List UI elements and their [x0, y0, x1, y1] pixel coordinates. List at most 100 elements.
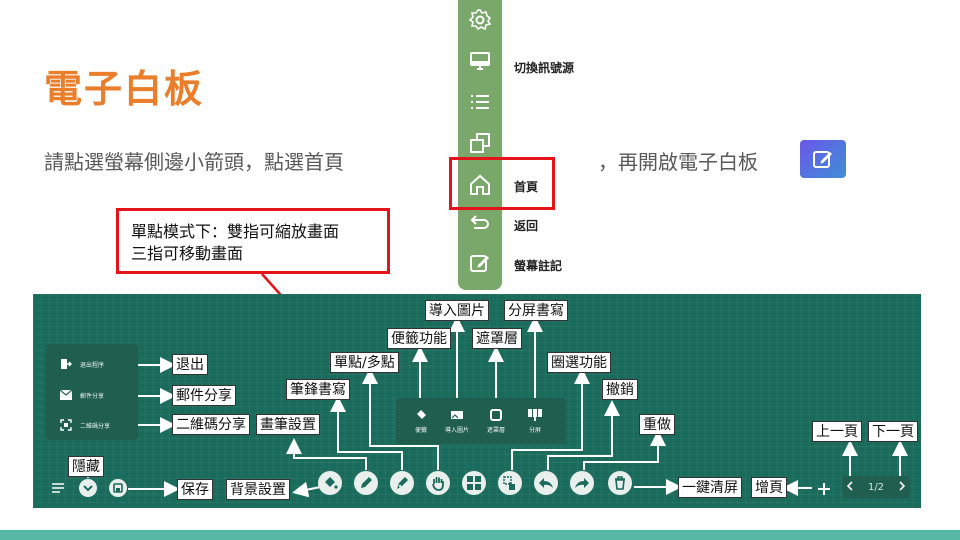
mask-text: 遮罩層	[486, 427, 505, 434]
mail-icon	[60, 390, 72, 400]
footer-stripe	[0, 530, 960, 540]
label-save: 保存	[177, 479, 213, 500]
pen-settings-button[interactable]	[354, 471, 378, 495]
annotate-icon	[470, 255, 489, 272]
hide-button[interactable]	[79, 479, 97, 497]
split-screen-icon	[528, 409, 542, 421]
menu-button[interactable]	[49, 479, 67, 497]
label-single-multi: 單點/多點	[330, 352, 399, 373]
label-qr-share: 二維碼分享	[172, 414, 250, 435]
instruction-text-left: 請點選螢幕側邊小箭頭，點選首頁	[44, 150, 344, 174]
label-next-page: 下一頁	[868, 421, 918, 442]
gesture-callout: 單點模式下：雙指可縮放畫面 三指可移動畫面	[116, 208, 390, 274]
exit-program-text: 退出程序	[80, 361, 105, 369]
hand-icon	[432, 477, 444, 491]
prev-page-button[interactable]	[846, 480, 854, 494]
undo-icon	[539, 478, 553, 488]
label-prev-page: 上一頁	[812, 421, 862, 442]
label-redo: 重做	[639, 414, 675, 435]
lasso-button[interactable]	[498, 471, 522, 495]
slide-title: 電子白板	[44, 67, 205, 111]
label-background: 背景設置	[226, 479, 290, 500]
trash-icon	[615, 476, 625, 490]
home-highlight-box	[449, 157, 555, 210]
label-import-image: 導入圖片	[425, 300, 489, 321]
brush-pen-button[interactable]	[390, 471, 414, 495]
pencil-icon	[361, 477, 372, 488]
label-mask: 遮罩層	[472, 328, 522, 349]
import-image-text: 導入圖片	[444, 427, 469, 434]
fountain-pen-icon	[397, 477, 408, 489]
save-button[interactable]	[109, 479, 127, 497]
mail-share-text: 郵件分享	[80, 392, 105, 400]
tools-panel	[396, 398, 566, 444]
edit-icon	[813, 151, 832, 168]
chevron-right-icon	[899, 480, 906, 491]
label-add-page: 增頁	[751, 477, 787, 498]
redo-icon	[575, 478, 589, 488]
gear-icon[interactable]	[465, 5, 495, 35]
gesture-mode-button[interactable]	[426, 471, 450, 495]
label-sticky: 便籤功能	[387, 328, 451, 349]
sidebar-label-switch-source: 切換訊號源	[514, 61, 575, 75]
import-image-tool[interactable]: 導入圖片	[440, 406, 474, 434]
whiteboard-app-icon[interactable]	[800, 140, 846, 178]
mask-icon	[490, 409, 502, 421]
monitor-icon	[470, 52, 490, 70]
sidebar-item-back[interactable]	[465, 208, 495, 238]
split-screen-tool[interactable]: 分屏	[520, 406, 550, 434]
background-button[interactable]	[318, 471, 342, 495]
paint-bucket-icon	[325, 477, 338, 489]
mask-tool[interactable]: 遮罩層	[480, 406, 512, 434]
tools-menu-button[interactable]	[462, 471, 486, 495]
sidebar-item-monitor[interactable]	[465, 46, 495, 76]
instruction-text-right: ，再開啟電子白板	[598, 150, 758, 174]
label-clear-all: 一鍵清屏	[678, 477, 742, 498]
chevron-left-icon	[846, 480, 853, 491]
pager: 1/2	[842, 476, 910, 498]
label-mail-share: 郵件分享	[172, 385, 236, 406]
grid-icon	[467, 476, 481, 490]
label-split-write: 分屏書寫	[504, 300, 568, 321]
sticky-note-tool[interactable]: 便籤	[406, 406, 436, 434]
list-icon[interactable]	[465, 87, 495, 117]
back-icon	[470, 215, 489, 229]
add-page-button[interactable]	[813, 478, 835, 500]
qr-share-item[interactable]: 二維碼分享	[60, 419, 110, 431]
undo-button[interactable]	[534, 471, 558, 495]
exit-icon	[61, 359, 72, 369]
plus-icon	[818, 483, 830, 495]
save-icon	[113, 483, 123, 493]
qr-icon	[60, 419, 72, 431]
sidebar-label-annotate: 螢幕註記	[514, 259, 563, 273]
qr-share-text: 二維碼分享	[80, 422, 111, 430]
home-icon	[470, 174, 490, 195]
menu-icon	[52, 483, 64, 493]
callout-line-1: 單點模式下：雙指可縮放畫面	[131, 222, 340, 241]
select-hand-icon	[503, 476, 515, 490]
split-screen-text: 分屏	[528, 427, 541, 434]
sidebar-item-annotate[interactable]	[465, 248, 495, 278]
redo-button[interactable]	[570, 471, 594, 495]
label-pen-settings: 畫筆設置	[256, 414, 320, 435]
exit-program-item[interactable]: 退出程序	[60, 358, 104, 370]
clear-all-button[interactable]	[608, 471, 632, 495]
label-hide: 隱藏	[68, 456, 104, 477]
next-page-button[interactable]	[898, 480, 906, 494]
mail-share-item[interactable]: 郵件分享	[60, 390, 104, 400]
sidebar-label-back: 返回	[514, 219, 539, 233]
chevron-down-icon	[83, 485, 93, 492]
image-icon	[451, 411, 463, 419]
windows-icon[interactable]	[465, 128, 495, 158]
page-indicator: 1/2	[867, 481, 885, 493]
sidebar-label-home: 首頁	[514, 180, 539, 194]
label-undo: 撤銷	[602, 379, 638, 400]
sticky-note-text: 便籤	[414, 427, 427, 434]
label-lasso: 圈選功能	[547, 352, 611, 373]
sidebar-item-home[interactable]	[465, 170, 495, 200]
label-exit: 退出	[172, 354, 208, 375]
callout-line-2: 三指可移動畫面	[131, 244, 244, 263]
sticky-note-icon	[417, 410, 426, 419]
label-brush-pen: 筆鋒書寫	[286, 379, 350, 400]
